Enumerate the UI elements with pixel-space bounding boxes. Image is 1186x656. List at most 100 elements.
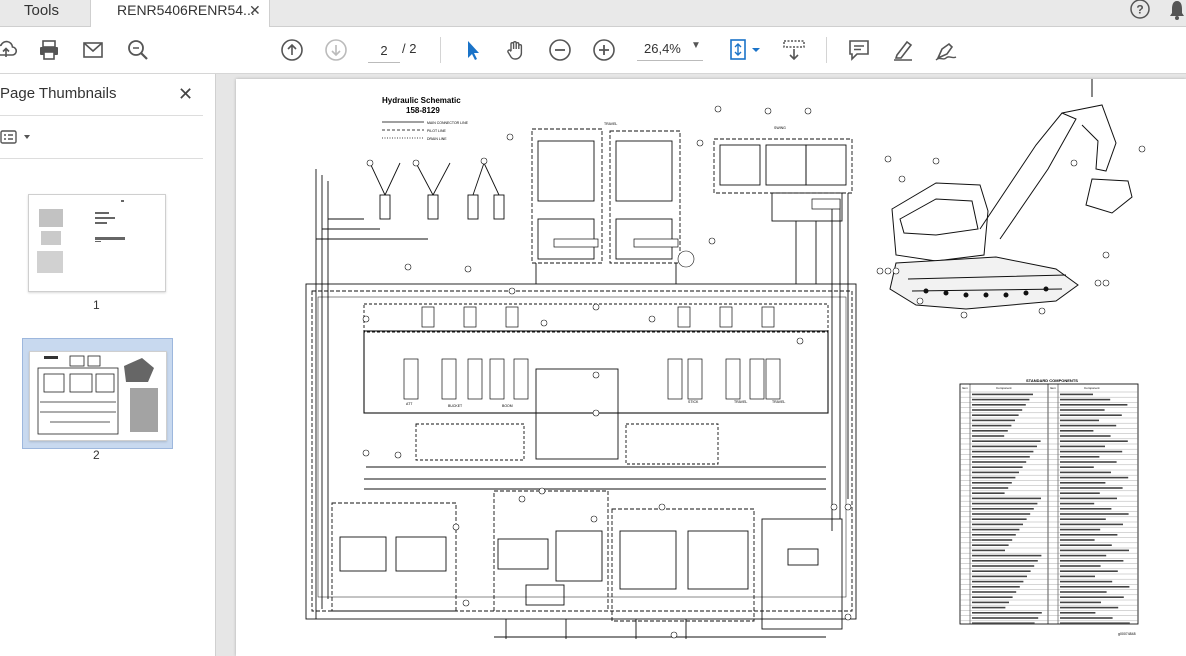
table-row-text-placeholder xyxy=(1060,424,1117,427)
highlight-icon[interactable] xyxy=(891,38,915,62)
table-row-text-placeholder xyxy=(1060,409,1105,411)
page-thumbnail-2-selected[interactable] xyxy=(22,338,173,449)
table-row-text-placeholder xyxy=(1060,461,1117,463)
panel-title: Page Thumbnails xyxy=(0,85,117,102)
tab-tools[interactable]: Tools xyxy=(24,2,60,19)
table-row-text-placeholder xyxy=(972,398,1030,401)
close-panel-icon[interactable]: ✕ xyxy=(178,84,194,104)
table-row-text-placeholder xyxy=(1060,398,1111,401)
section-label-travel-right: TRAVEL xyxy=(772,400,785,404)
table-row-text-placeholder xyxy=(1060,502,1095,505)
table-row-text-placeholder xyxy=(972,601,1009,604)
thumbnail-label-1: 1 xyxy=(93,298,100,312)
select-cursor-icon[interactable] xyxy=(461,38,485,62)
excavator-illustration xyxy=(876,79,1146,319)
table-row-text-placeholder xyxy=(972,440,1041,442)
chevron-down-icon: ▼ xyxy=(691,40,701,51)
search-icon[interactable] xyxy=(126,38,150,62)
table-row-text-placeholder xyxy=(1060,476,1129,479)
table-row-text-placeholder xyxy=(972,409,1023,411)
table-row-text-placeholder xyxy=(972,502,1038,505)
page-number-input[interactable] xyxy=(368,38,400,63)
document-page: Hydraulic Schematic 158-8129 MAIN CONNEC… xyxy=(236,79,1186,656)
table-row-text-placeholder xyxy=(972,445,1037,448)
table-row-text-placeholder xyxy=(1060,601,1101,604)
section-label-att: ATT xyxy=(406,402,413,406)
table-row-text-placeholder xyxy=(972,487,1009,489)
comment-icon[interactable] xyxy=(847,38,871,62)
table-row-text-placeholder xyxy=(1060,450,1123,453)
scroll-mode-icon[interactable] xyxy=(782,38,806,62)
upload-icon[interactable] xyxy=(0,38,18,62)
divider xyxy=(440,37,441,63)
thumbnail-options-button[interactable] xyxy=(0,128,34,146)
table-row-text-placeholder xyxy=(1060,492,1100,494)
zoom-out-icon[interactable] xyxy=(548,38,572,62)
table-row-text-placeholder xyxy=(972,476,1016,479)
table-row-text-placeholder xyxy=(1060,518,1106,520)
thumbnail-preview xyxy=(37,355,158,435)
fit-page-icon[interactable] xyxy=(727,38,761,62)
table-row-text-placeholder xyxy=(972,518,1027,520)
legend-main-line: MAIN CONNECTOR LINE xyxy=(427,121,469,125)
sign-icon[interactable] xyxy=(934,38,958,62)
table-row-text-placeholder xyxy=(1060,554,1107,557)
table-header-item: Item xyxy=(962,386,968,390)
table-row-text-placeholder xyxy=(1060,445,1105,448)
zoom-in-icon[interactable] xyxy=(592,38,616,62)
thumbnails-panel: Page Thumbnails ✕ 1 xyxy=(0,74,216,656)
document-viewport[interactable]: Hydraulic Schematic 158-8129 MAIN CONNEC… xyxy=(216,74,1186,656)
schematic-title: Hydraulic Schematic xyxy=(382,96,461,105)
drawing-number: g00074848 xyxy=(1118,632,1136,636)
table-row-text-placeholder xyxy=(1060,591,1107,593)
divider xyxy=(826,37,827,63)
table-row-text-placeholder xyxy=(972,534,1016,536)
table-row-text-placeholder xyxy=(1060,466,1094,468)
help-icon[interactable]: ? xyxy=(1128,0,1152,20)
table-row-text-placeholder xyxy=(972,570,1031,572)
table-row-text-placeholder xyxy=(1060,513,1129,515)
table-header-component: Component xyxy=(996,386,1012,390)
table-row-text-placeholder xyxy=(1060,497,1117,500)
print-icon[interactable] xyxy=(37,38,61,62)
table-row-text-placeholder xyxy=(1060,482,1106,484)
table-row-text-placeholder xyxy=(972,539,1013,541)
table-row-text-placeholder xyxy=(1060,580,1113,583)
table-row-text-placeholder xyxy=(972,508,1034,510)
table-row-text-placeholder xyxy=(972,586,1020,588)
table-row-text-placeholder xyxy=(972,554,1042,557)
table-row-text-placeholder xyxy=(1060,596,1124,598)
hand-tool-icon[interactable] xyxy=(504,38,528,62)
table-row-text-placeholder xyxy=(972,414,1019,416)
next-page-icon[interactable] xyxy=(324,38,348,62)
divider xyxy=(0,115,203,116)
svg-text:?: ? xyxy=(1136,3,1143,17)
table-row-text-placeholder xyxy=(972,456,1030,458)
page-thumbnail-2 xyxy=(29,351,167,441)
table-row-text-placeholder xyxy=(1060,456,1100,458)
page-thumbnail-1[interactable] xyxy=(28,194,166,292)
zoom-value: 26,4% xyxy=(644,41,681,56)
table-row-text-placeholder xyxy=(972,430,1008,432)
table-row-text-placeholder xyxy=(972,591,1017,593)
table-row-text-placeholder xyxy=(1060,440,1128,442)
notification-bell-icon[interactable] xyxy=(1168,0,1186,20)
close-tab-icon[interactable]: ✕ xyxy=(249,2,261,18)
tab-bar: Tools RENR5406RENR54... ✕ ? xyxy=(0,0,1186,27)
toolbar: / 2 26,4% ▼ xyxy=(0,27,1186,74)
tab-document[interactable]: RENR5406RENR54... ✕ xyxy=(90,0,270,27)
thumbnail-preview xyxy=(37,200,125,273)
zoom-select[interactable]: 26,4% ▼ xyxy=(637,38,703,61)
components-table: STANDARD COMPONENTS Item Component Item … xyxy=(959,378,1139,625)
section-label-swing: SWING xyxy=(774,126,786,130)
email-icon[interactable] xyxy=(81,38,105,62)
section-label-travel: TRAVEL xyxy=(604,122,617,126)
table-row-text-placeholder xyxy=(972,544,1009,546)
schematic-part-number: 158-8129 xyxy=(406,106,440,115)
table-row-text-placeholder xyxy=(1060,419,1099,422)
section-label-stick: STICK xyxy=(688,400,699,404)
table-row-text-placeholder xyxy=(1060,435,1111,437)
table-row-text-placeholder xyxy=(1060,414,1122,416)
section-label-boom: BOOM xyxy=(502,404,513,408)
prev-page-icon[interactable] xyxy=(280,38,304,62)
